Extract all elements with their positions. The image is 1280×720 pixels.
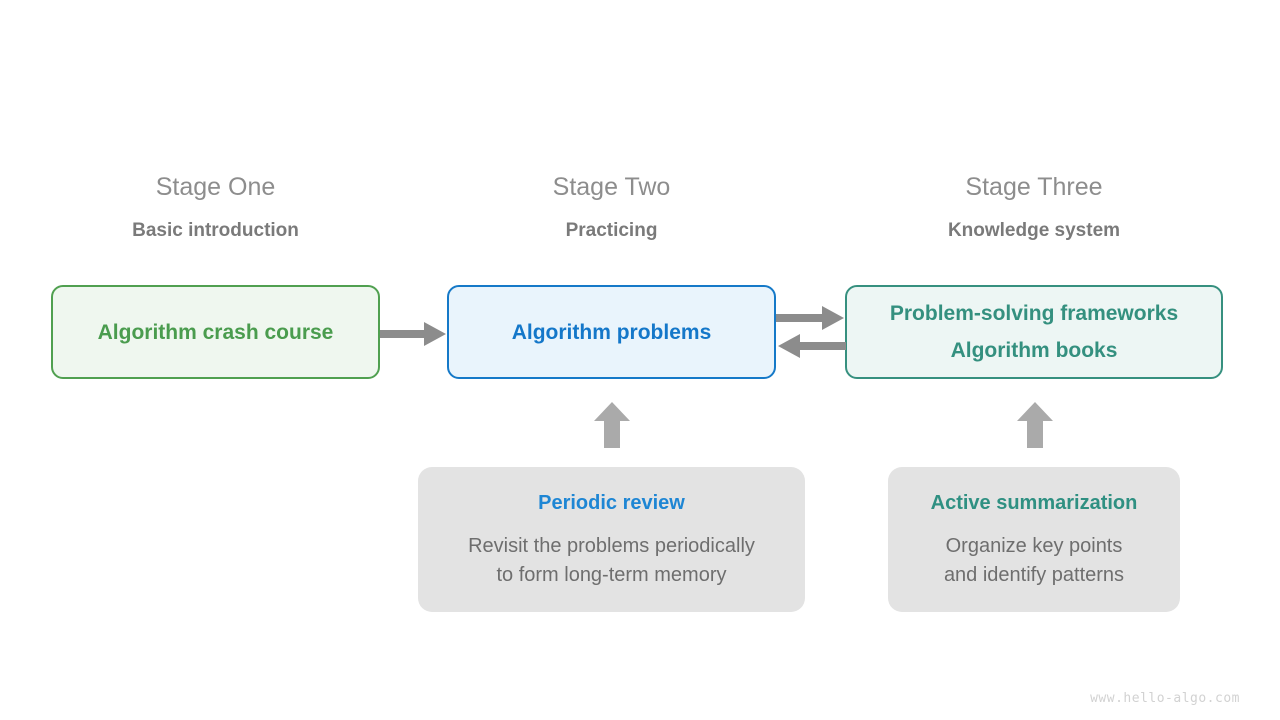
node-algorithm-crash-course-label: Algorithm crash course (97, 320, 334, 344)
note-active-summarization-body-line-1: Organize key points (945, 534, 1123, 557)
note-active-summarization-body-line-2: and identify patterns (943, 563, 1125, 586)
node-algorithm-problems[interactable]: Algorithm problems (447, 285, 776, 379)
arrow-periodic-review-to-stage-two-icon (594, 402, 630, 448)
stage-two-title: Stage Two (552, 173, 671, 201)
note-periodic-review[interactable]: Periodic review Revisit the problems per… (418, 467, 805, 612)
stage-one-title: Stage One (155, 173, 276, 201)
stage-two-subtitle: Practicing (565, 220, 658, 241)
note-periodic-review-body-line-2: to form long-term memory (496, 563, 727, 586)
node-problem-solving-frameworks-label: Problem-solving frameworks (889, 302, 1179, 325)
watermark-label: www.hello-algo.com (1090, 691, 1240, 706)
stage-heading-three: Stage Three Knowledge system (845, 172, 1223, 243)
arrow-active-summarization-to-stage-three-icon (1017, 402, 1053, 448)
arrow-stage-three-to-stage-two-icon (778, 334, 846, 358)
stage-three-title: Stage Three (965, 173, 1103, 201)
note-active-summarization-title: Active summarization (930, 491, 1138, 514)
arrow-stage-two-to-stage-three-icon (776, 306, 844, 330)
note-active-summarization[interactable]: Active summarization Organize key points… (888, 467, 1180, 612)
note-periodic-review-title: Periodic review (538, 491, 685, 514)
stage-one-subtitle: Basic introduction (132, 220, 299, 241)
note-periodic-review-body-line-1: Revisit the problems periodically (468, 534, 755, 557)
stage-heading-two: Stage Two Practicing (447, 172, 776, 243)
stage-three-subtitle: Knowledge system (947, 220, 1121, 241)
note-periodic-review-body: Revisit the problems periodically to for… (468, 532, 755, 590)
stage-heading-one: Stage One Basic introduction (51, 172, 380, 243)
node-algorithm-crash-course[interactable]: Algorithm crash course (51, 285, 380, 379)
node-knowledge-system[interactable]: Problem-solving frameworks Algorithm boo… (845, 285, 1223, 379)
node-algorithm-problems-label: Algorithm problems (511, 320, 712, 344)
note-active-summarization-body: Organize key points and identify pattern… (944, 532, 1124, 590)
node-algorithm-books-label: Algorithm books (950, 339, 1118, 362)
arrow-stage-one-to-stage-two-icon (380, 322, 446, 346)
